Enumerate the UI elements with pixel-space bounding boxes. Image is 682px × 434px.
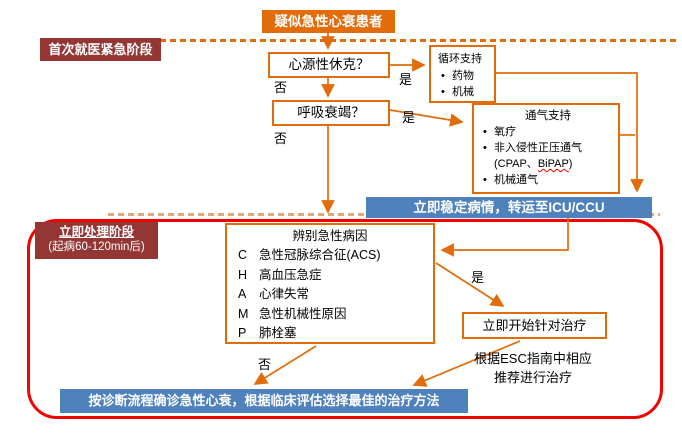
ventilation-item: 机械通气 <box>480 172 616 188</box>
champ-row: M 急性机械性原因 <box>227 305 433 325</box>
ventilation-item: 氧疗 <box>480 124 616 140</box>
champ-text: 急性机械性原因 <box>259 306 347 321</box>
cpap-text: (CPAP、 <box>494 158 538 170</box>
arrow-champ-yes-to-treatment <box>435 262 505 307</box>
arrow-respiratory-yes-to-ventilation <box>389 109 464 127</box>
circulatory-support-box: 循环支持 药物 机械 <box>429 45 496 103</box>
phase2-label-line1: 立即处理阶段 <box>58 225 134 239</box>
phase2-outline <box>27 219 663 419</box>
start-node: 疑似急性心衰患者 <box>262 10 395 33</box>
champ-row: H 高血压急症 <box>227 266 433 286</box>
ventilation-support-box: 通气支持 氧疗 非入侵性正压通气 (CPAP、BiPAP) 机械通气 <box>472 103 620 194</box>
champ-letter: P <box>238 326 247 340</box>
cardiogenic-shock-question: 心源性休克？ <box>268 52 390 78</box>
champ-letter: C <box>238 248 248 262</box>
champ-letter: H <box>238 267 248 282</box>
phase1-dashed-line <box>160 39 680 42</box>
arrow-champ-no-to-final <box>253 345 317 385</box>
circulatory-item: 药物 <box>438 68 492 84</box>
yes-label-shock: 是 <box>399 72 413 87</box>
bipap-text: BiPAP <box>537 158 569 170</box>
champ-text: 急性冠脉综合征(ACS) <box>259 248 381 262</box>
phase1-label: 首次就医紧急阶段 <box>40 38 161 61</box>
champ-row: P 肺栓塞 <box>227 324 433 344</box>
champ-etiology-box: 辨别急性病因 C 急性冠脉综合征(ACS) H 高血压急症 A 心律失常 M 急… <box>225 223 435 344</box>
phase2-label: 立即处理阶段 (起病60-120min后) <box>35 222 158 259</box>
champ-row: A 心律失常 <box>227 285 433 305</box>
esc-note-line1: 根据ESC指南中相应 <box>474 351 592 366</box>
final-diagnosis-banner: 按诊断流程确诊急性心衰，根据临床评估选择最佳的治疗方法 <box>60 389 468 413</box>
arrow-treatment-to-final <box>412 340 521 387</box>
champ-title: 辨别急性病因 <box>292 229 368 243</box>
champ-text: 心律失常 <box>259 287 310 301</box>
paren-text: ) <box>568 158 573 170</box>
champ-text: 肺栓塞 <box>259 326 297 340</box>
circulatory-item: 机械 <box>438 84 492 100</box>
arrow-icu-to-champ <box>440 218 569 257</box>
ventilation-item-sub: (CPAP、BiPAP) <box>480 156 616 172</box>
targeted-treatment-box: 立即开始针对治疗 <box>462 312 607 339</box>
circulatory-title: 循环支持 <box>438 53 482 65</box>
esc-note-line2: 推荐进行治疗 <box>493 370 572 385</box>
champ-letter: M <box>238 306 249 321</box>
champ-text: 高血压急症 <box>259 267 322 282</box>
yes-label-respiratory: 是 <box>402 110 416 125</box>
no-label-champ: 否 <box>258 357 272 372</box>
no-label-shock: 否 <box>274 80 288 95</box>
champ-row: C 急性冠脉综合征(ACS) <box>227 246 433 266</box>
icu-transfer-banner: 立即稳定病情，转运至ICU/CCU <box>366 197 652 218</box>
respiratory-failure-question: 呼吸衰竭？ <box>272 100 390 126</box>
ventilation-title: 通气支持 <box>525 110 571 122</box>
yes-label-champ: 是 <box>471 270 485 285</box>
champ-letter: A <box>238 287 247 301</box>
esc-guideline-note: 根据ESC指南中相应 推荐进行治疗 <box>438 349 628 387</box>
line-circulatory-to-icu <box>496 72 644 193</box>
ventilation-item: 非入侵性正压通气 <box>480 140 616 156</box>
phase2-label-line2: (起病60-120min后) <box>48 241 145 253</box>
no-label-respiratory: 否 <box>274 131 288 146</box>
